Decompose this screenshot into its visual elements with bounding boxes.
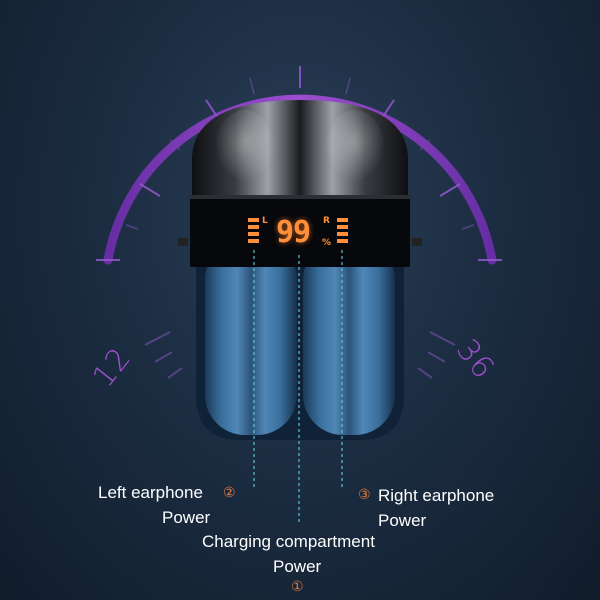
left-earphone-label: Left earphone bbox=[98, 483, 203, 502]
battery-right-icon bbox=[337, 218, 348, 243]
charging-compartment-label: Charging compartment bbox=[202, 532, 375, 551]
right-earphone-sublabel: Power bbox=[378, 511, 427, 530]
left-callout-number: ② bbox=[223, 484, 236, 500]
charging-case bbox=[178, 100, 422, 440]
left-marker: L bbox=[262, 216, 268, 226]
left-earphone-sublabel: Power bbox=[162, 508, 211, 527]
battery-percent-display: 99 bbox=[276, 215, 311, 250]
center-callout-number: ① bbox=[291, 578, 304, 594]
charging-compartment-sublabel: Power bbox=[273, 557, 322, 576]
right-earphone-label: Right earphone bbox=[378, 486, 495, 505]
right-marker: R bbox=[323, 216, 330, 226]
dial-arc-icon bbox=[96, 66, 502, 379]
percent-sign: % bbox=[322, 238, 332, 248]
right-callout-number: ③ bbox=[358, 486, 371, 502]
callout-lines bbox=[253, 250, 343, 525]
battery-left-icon bbox=[248, 218, 259, 243]
